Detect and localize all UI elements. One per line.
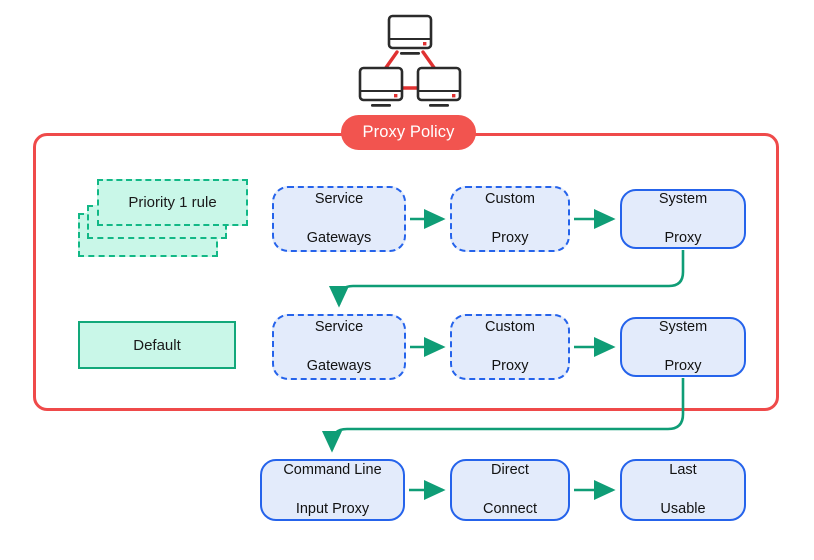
node-line1: System [658, 191, 708, 208]
node-line1: Custom [485, 191, 535, 208]
node-line2: Gateways [306, 229, 372, 246]
priority-rule-layer-front: Priority 1 rule [97, 179, 248, 226]
proxy-policy-title-badge: Proxy Policy [341, 115, 476, 150]
priority-rule-label: Priority 1 rule [128, 194, 217, 211]
node-system-proxy-priority[interactable]: System Proxy [620, 189, 746, 249]
node-line1: Direct [491, 462, 529, 479]
node-custom-proxy-default[interactable]: Custom Proxy [450, 314, 570, 380]
priority-rule-stack: Priority 1 rule [78, 179, 248, 259]
node-line2: Proxy [491, 229, 529, 246]
node-system-proxy-default[interactable]: System Proxy [620, 317, 746, 377]
node-line1: Custom [485, 319, 535, 336]
networked-monitors-icon [355, 14, 465, 112]
node-line1: Last [669, 462, 697, 479]
default-rule-box: Default [78, 321, 236, 369]
node-service-gateways-priority[interactable]: Service Gateways [272, 186, 406, 252]
default-rule-label: Default [133, 336, 181, 354]
node-line2: Gateways [306, 357, 372, 374]
node-last-usable[interactable]: Last Usable [620, 459, 746, 521]
node-service-gateways-default[interactable]: Service Gateways [272, 314, 406, 380]
node-line1: Service [314, 191, 364, 208]
node-custom-proxy-priority[interactable]: Custom Proxy [450, 186, 570, 252]
node-line2: Proxy [664, 357, 702, 374]
node-line2: Proxy [491, 357, 529, 374]
node-line1: System [658, 319, 708, 336]
node-line2: Input Proxy [295, 500, 370, 517]
node-line2: Connect [482, 500, 537, 517]
node-direct-connect[interactable]: Direct Connect [450, 459, 570, 521]
node-line1: Service [314, 319, 364, 336]
node-line2: Usable [660, 500, 706, 517]
node-line2: Proxy [664, 229, 702, 246]
node-command-line-input-proxy[interactable]: Command Line Input Proxy [260, 459, 405, 521]
node-line1: Command Line [283, 462, 382, 479]
